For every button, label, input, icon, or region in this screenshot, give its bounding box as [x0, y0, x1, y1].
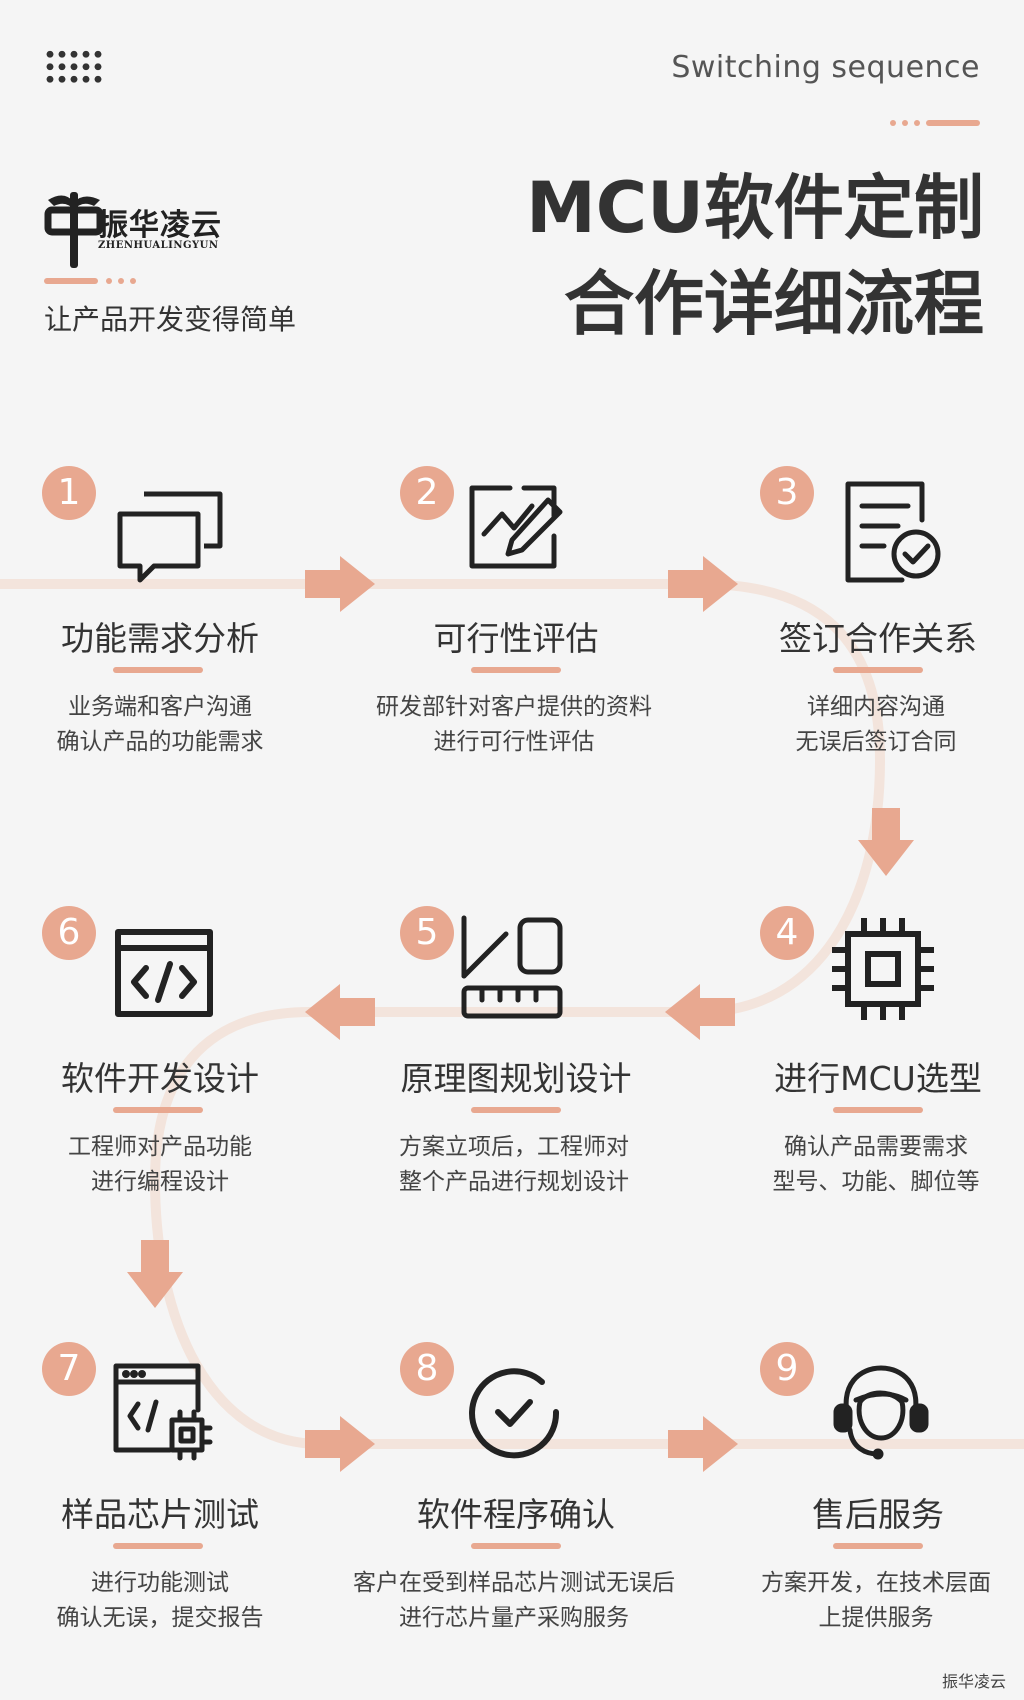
step-7-number: 7 — [42, 1342, 96, 1396]
arrow-right-3 — [305, 1416, 375, 1472]
step-2-title: 可行性评估 — [433, 619, 599, 658]
document-check-icon — [845, 481, 941, 583]
chat-bubbles-icon — [117, 491, 223, 583]
arrow-left-1 — [665, 984, 735, 1040]
step-6-rule — [113, 1107, 203, 1113]
step-4-desc: 确认产品需要需求 型号、功能、脚位等 — [706, 1130, 1024, 1200]
arrow-down-2 — [127, 1240, 183, 1308]
chip-icon — [832, 918, 934, 1020]
step-1-desc-line-1: 业务端和客户沟通 — [68, 694, 252, 720]
arrow-down-1 — [858, 808, 914, 876]
step-4-title: 进行MCU选型 — [774, 1059, 982, 1098]
step-6-title: 软件开发设计 — [61, 1059, 259, 1098]
step-3-rule — [833, 667, 923, 673]
menu-dots-icon — [44, 48, 104, 86]
check-circle-icon — [469, 1368, 560, 1459]
step-1-rule — [113, 667, 203, 673]
step-2-desc-line-1: 研发部针对客户提供的资料 — [376, 694, 652, 720]
code-window-icon — [115, 929, 213, 1017]
step-8-rule — [471, 1543, 561, 1549]
step-9-rule — [833, 1543, 923, 1549]
step-1-title: 功能需求分析 — [61, 619, 259, 658]
step-7-desc: 进行功能测试 确认无误，提交报告 — [0, 1566, 330, 1636]
step-3-title: 签订合作关系 — [779, 619, 977, 658]
step-9-desc-line-2: 上提供服务 — [818, 1605, 934, 1631]
step-6-desc-line-1: 工程师对产品功能 — [68, 1134, 252, 1160]
step-8-desc: 客户在受到样品芯片测试无误后 进行芯片量产采购服务 — [324, 1566, 704, 1636]
step-9-desc: 方案开发，在技术层面 上提供服务 — [706, 1566, 1024, 1636]
step-1-number: 1 — [42, 466, 96, 520]
step-9-title: 售后服务 — [812, 1495, 944, 1534]
code-chip-icon — [113, 1363, 213, 1461]
title-line-1: MCU软件定制 — [526, 167, 984, 249]
step-2-number: 2 — [400, 466, 454, 520]
step-9-number: 9 — [760, 1342, 814, 1396]
logo-mark-icon — [44, 192, 104, 268]
tagline: 让产品开发变得简单 — [44, 303, 297, 336]
logo-cn-text: 振华凌云 — [98, 208, 222, 243]
step-4-desc-line-1: 确认产品需要需求 — [784, 1134, 968, 1160]
title-line-2: 合作详细流程 — [564, 263, 984, 345]
step-7-title: 样品芯片测试 — [61, 1495, 259, 1534]
step-8-number: 8 — [400, 1342, 454, 1396]
step-3-desc-line-1: 详细内容沟通 — [807, 694, 945, 720]
arrow-left-2 — [305, 984, 375, 1040]
step-6-number: 6 — [42, 906, 96, 960]
footer-watermark: 振华凌云 — [941, 1672, 1006, 1691]
step-5-rule — [471, 1107, 561, 1113]
logo-en-text: ZHENHUALINGYUN — [98, 240, 219, 251]
step-3-number: 3 — [760, 466, 814, 520]
arrow-right-2 — [668, 556, 738, 612]
step-2-desc: 研发部针对客户提供的资料 进行可行性评估 — [344, 690, 684, 760]
brand-logo: 振华凌云 ZHENHUALINGYUN — [44, 190, 224, 270]
step-8-desc-line-2: 进行芯片量产采购服务 — [399, 1605, 629, 1631]
page-title: MCU软件定制 合作详细流程 — [526, 160, 984, 352]
step-7-desc-line-2: 确认无误，提交报告 — [56, 1605, 264, 1631]
arrow-right-1 — [305, 556, 375, 612]
step-1-desc-line-2: 确认产品的功能需求 — [56, 729, 264, 755]
step-5-desc: 方案立项后，工程师对 整个产品进行规划设计 — [344, 1130, 684, 1200]
headset-support-icon — [833, 1365, 929, 1460]
eyebrow-text: Switching sequence — [671, 50, 980, 85]
arrow-right-4 — [668, 1416, 738, 1472]
step-5-desc-line-2: 整个产品进行规划设计 — [399, 1169, 629, 1195]
step-8-desc-line-1: 客户在受到样品芯片测试无误后 — [353, 1570, 675, 1596]
step-4-number: 4 — [760, 906, 814, 960]
step-4-desc-line-2: 型号、功能、脚位等 — [772, 1169, 980, 1195]
logo-rule — [44, 278, 144, 284]
step-7-desc-line-1: 进行功能测试 — [91, 1570, 229, 1596]
step-3-desc-line-2: 无误后签订合同 — [795, 729, 957, 755]
step-4-rule — [833, 1107, 923, 1113]
eyebrow-rule — [890, 120, 980, 126]
step-7-rule — [113, 1543, 203, 1549]
step-5-title: 原理图规划设计 — [400, 1059, 632, 1098]
step-5-desc-line-1: 方案立项后，工程师对 — [399, 1134, 629, 1160]
step-9-desc-line-1: 方案开发，在技术层面 — [761, 1570, 991, 1596]
step-6-desc: 工程师对产品功能 进行编程设计 — [0, 1130, 330, 1200]
step-1-desc: 业务端和客户沟通 确认产品的功能需求 — [0, 690, 330, 760]
design-ruler-icon — [461, 915, 563, 1019]
step-3-desc: 详细内容沟通 无误后签订合同 — [706, 690, 1024, 760]
step-2-desc-line-2: 进行可行性评估 — [433, 729, 595, 755]
step-8-title: 软件程序确认 — [417, 1495, 615, 1534]
step-2-rule — [471, 667, 561, 673]
step-5-number: 5 — [400, 906, 454, 960]
chart-edit-icon — [469, 485, 563, 569]
step-6-desc-line-2: 进行编程设计 — [91, 1169, 229, 1195]
